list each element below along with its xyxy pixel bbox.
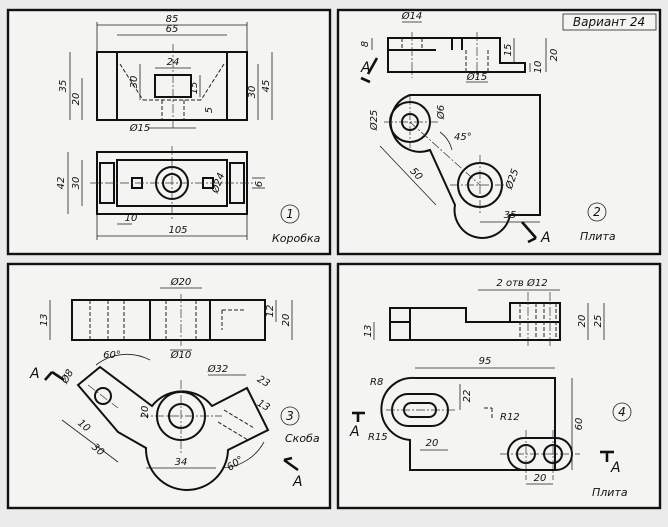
section-arrow <box>44 371 53 381</box>
plate4-plan-outline <box>380 376 556 471</box>
panel-4: 2 отв Ø12 13 20 25 95 R8 22 R12 60 R15 2… <box>336 262 662 510</box>
section-label: A <box>610 460 621 476</box>
dim-label: 45° <box>454 132 472 143</box>
part-name: Коробка <box>272 232 321 245</box>
dim-label: Ø20 <box>170 276 192 288</box>
dim-label: 5 <box>204 107 215 113</box>
section-label: A <box>29 366 40 382</box>
dim-label: 8 <box>360 41 371 47</box>
panel-number: 2 <box>593 205 601 219</box>
dim-label: Ø15 <box>466 71 488 83</box>
dim-label: R15 <box>368 432 388 443</box>
dim-label: 35 <box>58 80 69 93</box>
section-cut-mark <box>366 57 379 75</box>
panel-1: 85 65 35 20 30 24 15 5 30 45 Ø15 42 30 Ø… <box>6 8 332 256</box>
panel-number-circle <box>587 202 607 222</box>
section-arrow <box>360 76 371 84</box>
bracket-front-outline <box>71 299 266 341</box>
dim-label: 20 <box>577 315 588 328</box>
dim-label: 34 <box>175 457 188 468</box>
dim-label: Ø10 <box>170 349 192 361</box>
dim-label: 20 <box>71 93 82 106</box>
plate-front-outline <box>387 37 526 73</box>
dim-label: 45 <box>261 80 272 93</box>
dim-label: Ø32 <box>207 363 229 375</box>
section-arrow <box>283 456 293 462</box>
section-arrow <box>527 236 537 244</box>
dim-label: 20 <box>534 473 547 484</box>
section-label: A <box>360 60 371 76</box>
dim-label: 20 <box>549 49 560 62</box>
dim-label: 12 <box>265 305 276 318</box>
dim-label: 25 <box>593 315 604 328</box>
bracket-small-hole <box>94 387 112 405</box>
part-name: Скоба <box>285 432 320 445</box>
dim-label: 65 <box>166 24 179 35</box>
dim-label: 20 <box>281 314 292 327</box>
dim-label: 13 <box>39 314 50 327</box>
dim-label: 105 <box>168 225 187 236</box>
dim-label: 30 <box>129 76 140 89</box>
dim-label: Ø25 <box>368 110 380 132</box>
section-label: A <box>540 230 551 246</box>
dim-label: 2 отв Ø12 <box>496 277 547 289</box>
section-cut-mark <box>521 221 537 239</box>
dim-label: Ø15 <box>129 122 151 134</box>
panel-number: 1 <box>286 207 294 221</box>
dim-label: 22 <box>462 390 473 403</box>
panel-number: 3 <box>286 409 294 423</box>
dim-label: 60 <box>574 418 585 431</box>
dim-label: 35 <box>504 210 517 221</box>
section-cut-mark <box>283 458 299 472</box>
section-label: A <box>292 474 303 490</box>
dim-label: 10 <box>533 61 544 74</box>
panel-number-circle <box>280 406 300 426</box>
dim-label: R12 <box>500 412 520 423</box>
dim-label: 20 <box>140 406 151 419</box>
section-cut-mark <box>51 370 65 382</box>
dim-label: 42 <box>56 177 67 190</box>
variant-box <box>562 13 657 31</box>
dim-label: 85 <box>166 14 179 25</box>
dim-label: 15 <box>189 82 200 95</box>
box-front-outline <box>96 51 248 121</box>
dim-label: 10 <box>125 213 138 224</box>
part-name: Плита <box>592 486 628 499</box>
panel-number: 4 <box>618 405 626 419</box>
dim-label: 60° <box>103 350 121 361</box>
section-label: A <box>349 424 360 440</box>
variant-label: Вариант 24 <box>573 15 645 29</box>
dim-label: 6 <box>254 181 265 187</box>
panel-number-circle <box>280 204 300 224</box>
part-name: Плита <box>580 230 616 243</box>
dim-label: 13 <box>363 325 374 338</box>
dim-label: Ø14 <box>401 10 423 22</box>
panel-number-circle <box>612 402 632 422</box>
panel-2: Вариант 24 Ø14 8 15 20 10 Ø15 A <box>336 8 662 256</box>
dim-label: 20 <box>426 438 439 449</box>
dim-label: 30 <box>71 177 82 190</box>
dim-label: R8 <box>370 377 383 388</box>
plate4-front-outline <box>389 302 561 341</box>
dim-label: 95 <box>479 356 492 367</box>
panel-3: Ø20 13 12 20 Ø10 60° Ø8 Ø32 23 20 13 10 … <box>6 262 332 510</box>
dim-label: 24 <box>167 57 180 68</box>
dim-label: 15 <box>503 44 514 57</box>
dim-label: 30 <box>247 86 258 99</box>
dim-label: Ø6 <box>435 105 447 120</box>
